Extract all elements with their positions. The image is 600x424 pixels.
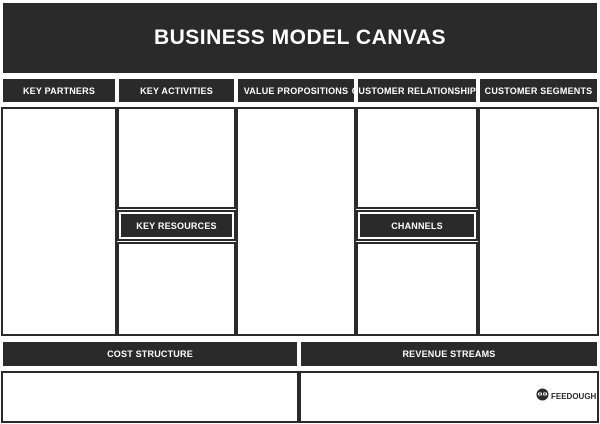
header-customer-segments: CUSTOMER SEGMENTS — [480, 79, 597, 102]
cell-cost-structure — [1, 371, 299, 423]
cell-key-activities — [117, 107, 236, 209]
header-value-propositions: VALUE PROPOSITIONS — [238, 79, 354, 102]
header-revenue-streams: REVENUE STREAMS — [301, 342, 597, 366]
cell-key-resources — [117, 242, 236, 336]
page-title: BUSINESS MODEL CANVAS — [3, 3, 597, 73]
cell-revenue-streams — [299, 371, 599, 423]
header-key-resources: KEY RESOURCES — [117, 210, 236, 241]
cell-value-propositions — [236, 107, 356, 336]
feedough-logo: FEEDOUGH — [536, 388, 597, 406]
feedough-logo-icon — [536, 388, 549, 406]
header-key-partners: KEY PARTNERS — [3, 79, 115, 102]
cell-channels — [356, 242, 478, 336]
cell-customer-segments — [478, 107, 599, 336]
header-cost-structure: COST STRUCTURE — [3, 342, 297, 366]
header-channels: CHANNELS — [356, 210, 478, 241]
cell-key-partners — [1, 107, 117, 336]
logo-wordmark: FEEDOUGH — [551, 392, 597, 401]
header-customer-relationships: CUSTOMER RELATIONSHIPS — [352, 79, 482, 102]
header-key-activities: KEY ACTIVITIES — [119, 79, 234, 102]
cell-customer-relationships — [356, 107, 478, 209]
